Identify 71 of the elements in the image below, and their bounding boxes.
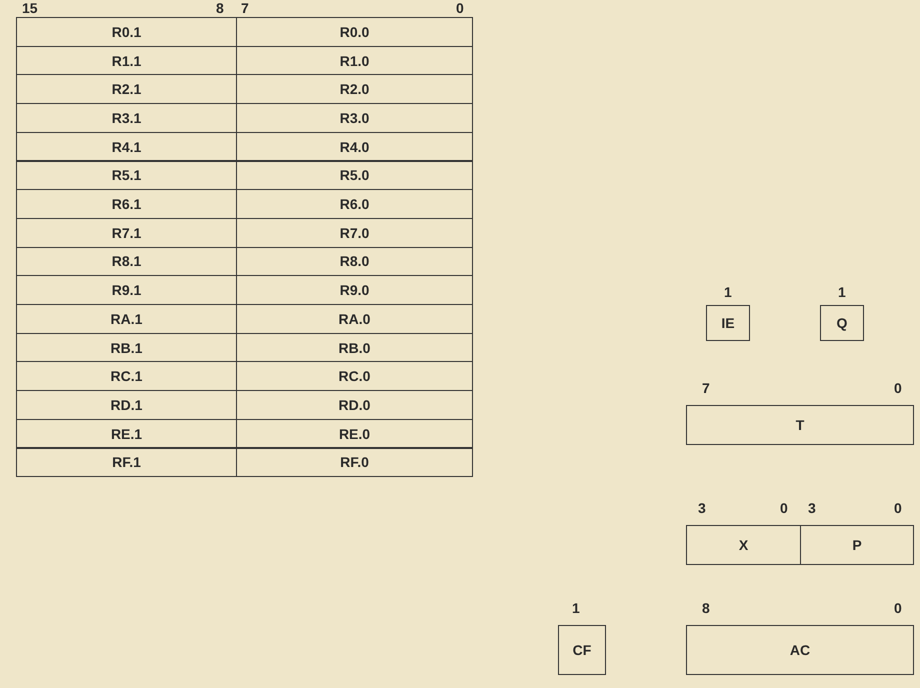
bit-number: 7 [702,380,710,396]
register-name: R9.1 [112,282,142,298]
register-name: RA.0 [338,310,370,327]
register-name: RE.1 [110,426,142,442]
register-name: R8.0 [340,253,370,270]
register-name: R1.0 [340,52,370,69]
register-box [236,132,473,162]
bit-number: 0 [894,380,902,396]
register-box [16,17,237,47]
register-box [686,405,914,445]
register-name: R6.1 [112,196,142,212]
register-name: RC.1 [110,368,142,384]
register-name: AC [790,642,810,658]
register-name: RB.1 [110,340,142,356]
register-name: R3.0 [340,110,370,126]
register-box [16,448,237,478]
bit-number: 1 [572,600,580,616]
register-name: RD.1 [110,396,142,413]
register-box [16,418,237,448]
register-name: R9.0 [340,282,370,298]
bit-number: 1 [724,284,732,300]
register-name: R6.0 [340,196,370,212]
register-box [236,160,473,190]
register-name: R2.1 [112,81,142,98]
register-name: R2.0 [340,81,370,98]
register-name: RC.0 [338,368,370,384]
register-name: R4.0 [340,138,370,155]
register-name: T [796,417,804,433]
bit-number: 8 [216,0,224,16]
register-name: R5.1 [112,167,142,184]
bit-number: 3 [698,500,706,516]
register-name: IE [721,315,735,331]
bit-number: 15 [22,0,38,16]
register-name: RF.1 [112,454,141,470]
bit-number: 7 [241,0,249,16]
register-name: R3.1 [112,110,142,126]
bit-number: 0 [894,500,902,516]
register-name: X [738,537,748,553]
register-name: R8.1 [112,253,142,270]
register-name: CF [572,642,592,658]
register-name: R7.1 [112,224,142,241]
register-name: Q [836,315,848,331]
register-name: R0.0 [340,24,370,40]
register-box [236,418,473,448]
bit-number: 0 [456,0,464,16]
register-box [800,525,914,565]
register-name: R1.1 [112,52,142,69]
register-box [706,305,750,341]
register-name: R5.0 [340,167,370,184]
bit-number: 3 [808,500,816,516]
register-box [236,17,473,47]
register-box [16,160,237,190]
bit-number: 8 [702,600,710,616]
register-name: RA.1 [110,310,142,327]
register-box [16,132,237,162]
register-name: RB.0 [338,340,370,356]
bit-number: 0 [780,500,788,516]
register-box [686,525,801,565]
register-box [558,625,606,675]
register-name: R0.1 [112,24,142,40]
register-box [686,625,914,675]
register-name: R7.0 [340,224,370,241]
register-name: P [852,537,862,553]
register-name: RD.0 [338,396,370,413]
register-name: RE.0 [338,426,370,442]
register-name: R4.1 [112,138,142,155]
bit-number: 1 [838,284,846,300]
register-box [820,305,864,341]
register-box [236,448,473,478]
bit-number: 0 [894,600,902,616]
register-name: RF.0 [340,454,369,470]
